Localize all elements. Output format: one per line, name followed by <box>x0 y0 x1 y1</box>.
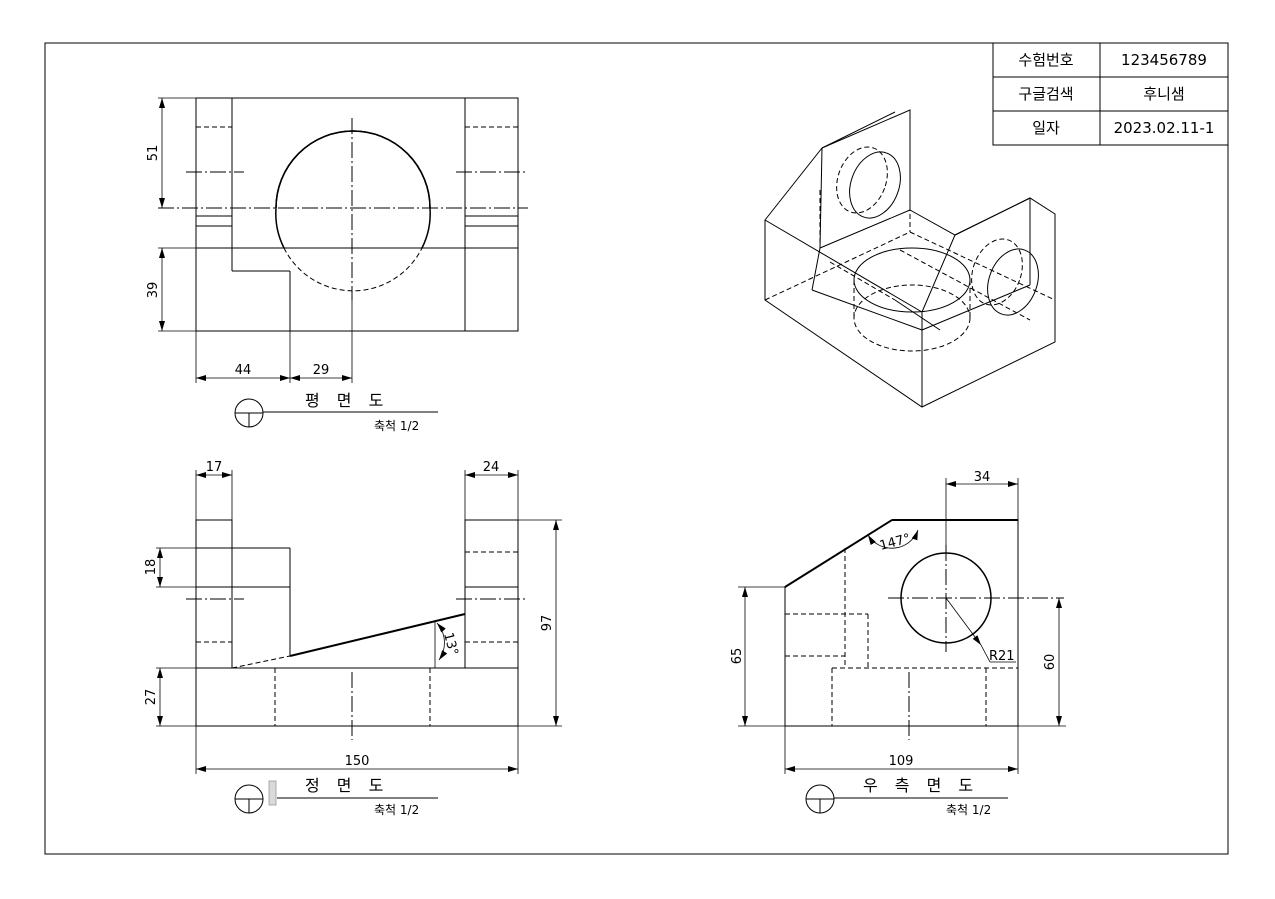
dim-97: 97 <box>540 615 555 632</box>
top-view-title: 평 면 도 <box>305 391 389 410</box>
dim-39: 39 <box>146 282 161 299</box>
title-block: 수험번호 123456789 구글검색 후니샘 일자 2023.02.11-1 <box>992 42 1229 146</box>
top-view-scale: 축척 1/2 <box>374 419 419 433</box>
dim-18: 18 <box>144 559 159 576</box>
dim-17: 17 <box>206 460 223 475</box>
front-view: 13° 17 24 18 27 97 150 정 면 도 <box>144 460 562 817</box>
dim-60: 60 <box>1043 654 1058 671</box>
dim-150: 150 <box>345 754 370 769</box>
dim-27: 27 <box>144 689 159 706</box>
right-view: R21 147° 34 65 60 109 우 측 면 도 축척 1/2 <box>730 470 1066 817</box>
top-view: 51 39 44 29 평 면 도 축척 1/2 <box>146 97 528 433</box>
drawing-border <box>44 42 1229 855</box>
exam-number-label: 수험번호 <box>1018 51 1073 69</box>
dim-109: 109 <box>889 754 914 769</box>
dim-r21: R21 <box>989 649 1015 664</box>
front-view-scale: 축척 1/2 <box>374 803 419 817</box>
search-label: 구글검색 <box>1018 85 1073 103</box>
text-cursor-marker <box>268 780 277 806</box>
date-label: 일자 <box>1032 119 1060 137</box>
dim-24: 24 <box>483 460 500 475</box>
date-value: 2023.02.11-1 <box>1114 119 1215 137</box>
dim-65: 65 <box>730 648 745 665</box>
isometric-view <box>764 109 1056 408</box>
exam-number-value: 123456789 <box>1121 51 1207 69</box>
dim-147-deg: 147° <box>878 531 912 554</box>
right-view-scale: 축척 1/2 <box>946 803 991 817</box>
dim-51: 51 <box>146 145 161 162</box>
right-view-title: 우 측 면 도 <box>863 776 979 795</box>
dim-34: 34 <box>974 470 991 485</box>
front-view-title: 정 면 도 <box>305 776 389 795</box>
dim-13-deg: 13° <box>440 631 460 657</box>
dim-29: 29 <box>313 363 330 378</box>
search-value: 후니샘 <box>1143 85 1184 103</box>
dim-44: 44 <box>235 363 252 378</box>
